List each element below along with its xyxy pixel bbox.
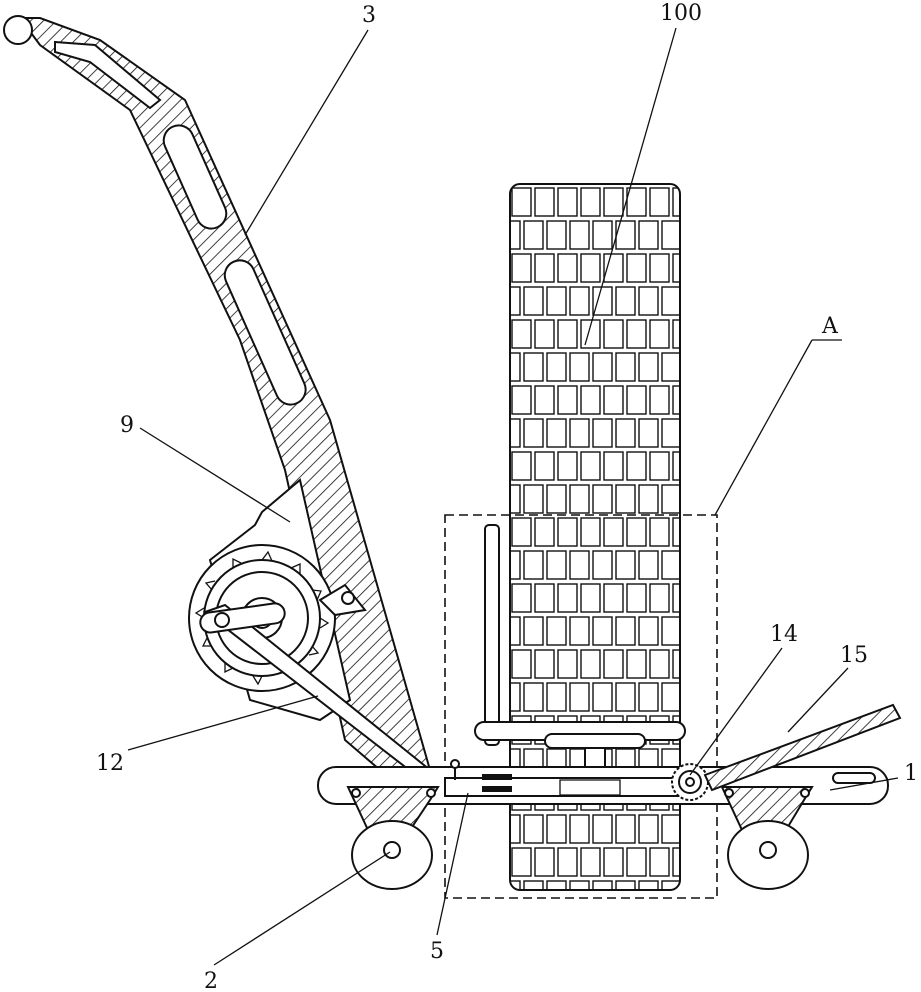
label-ratchet-housing: 9 (120, 413, 134, 438)
label-lever: 15 (840, 643, 868, 668)
handle-knob (4, 16, 32, 44)
pinion (672, 764, 708, 800)
label-handle: 3 (362, 3, 376, 28)
label-slide-bar: 5 (430, 939, 444, 964)
right-wheel-assembly (722, 787, 812, 889)
label-wheel: 2 (204, 969, 218, 992)
label-link-rod: 12 (96, 751, 124, 776)
label-base-frame: 1 (904, 761, 918, 786)
label-brick-stack: 100 (660, 1, 702, 26)
label-detail-region: A (821, 314, 839, 339)
left-wheel-assembly (348, 787, 438, 889)
label-pinion: 14 (770, 622, 798, 647)
